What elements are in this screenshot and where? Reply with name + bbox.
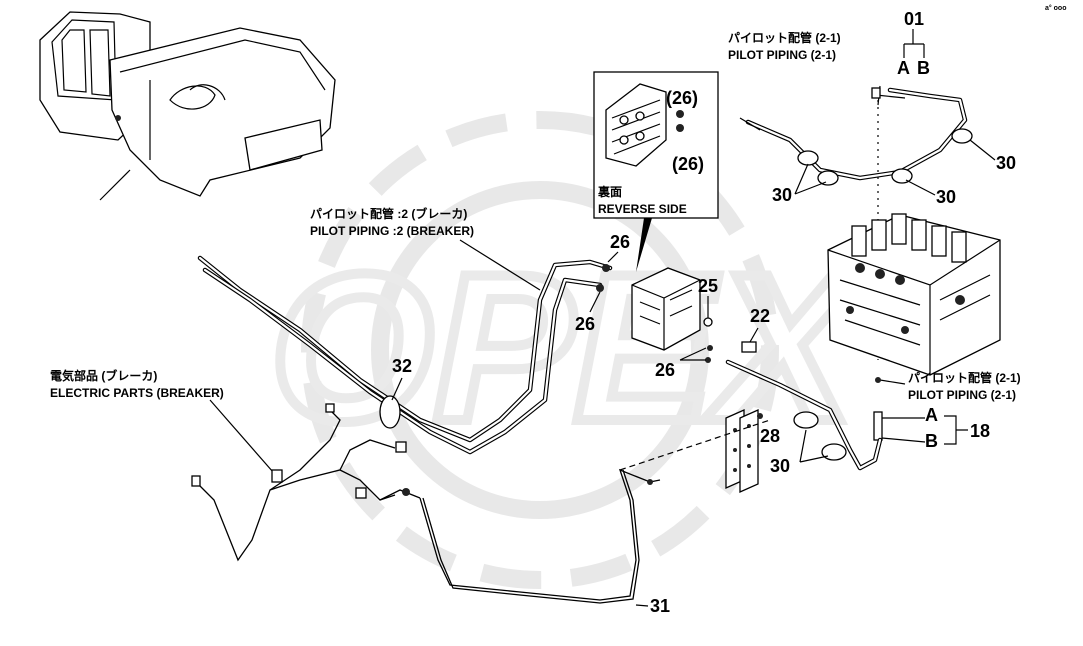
callout-28: 28 (760, 426, 780, 446)
callout-26-a: 26 (610, 232, 630, 252)
inset-label-en: REVERSE SIDE (598, 202, 687, 216)
group-18-a: A (925, 405, 938, 425)
group-01-number: 01 (904, 9, 924, 29)
electric-parts-jp: 電気部品 (ブレーカ) (50, 368, 157, 383)
electric-harness (191, 403, 771, 604)
pilot-piping-right-en: PILOT PIPING (2-1) (908, 388, 1016, 402)
callout-30-bottom: 30 (770, 456, 790, 476)
reverse-side-inset: (26) (26) 裏面 REVERSE SIDE (593, 71, 719, 272)
callout-22: 22 (750, 306, 770, 326)
electric-parts-en: ELECTRIC PARTS (BREAKER) (50, 386, 224, 400)
inset-pointer (636, 218, 652, 272)
control-valve (827, 213, 1001, 376)
pilot-piping-top-jp: パイロット配管 (2-1) (728, 30, 841, 45)
pilot-piping-breaker-en: PILOT PIPING :2 (BREAKER) (310, 224, 474, 238)
callout-26-inset-top: (26) (666, 88, 698, 108)
callout-30-mid: 30 (936, 187, 956, 207)
pilot-piping-top-en: PILOT PIPING (2-1) (728, 48, 836, 62)
group-01-a: A (897, 58, 910, 78)
callout-30-top-right: 30 (996, 153, 1016, 173)
corner-mark: a° ooo (1045, 4, 1066, 12)
callout-26-inset-bottom: (26) (672, 154, 704, 174)
bracket-plates (725, 408, 763, 494)
callout-31: 31 (650, 596, 670, 616)
inset-label-jp: 裏面 (597, 184, 622, 199)
group-18-b: B (925, 431, 938, 451)
pilot-piping-breaker-jp: パイロット配管 :2 (ブレーカ) (310, 206, 467, 221)
pilot-piping-right-jp: パイロット配管 (2-1) (908, 370, 1021, 385)
callout-26-c: 26 (655, 360, 675, 380)
breaker-valve-block (596, 264, 757, 363)
group-18-number: 18 (970, 421, 990, 441)
group-01-b: B (917, 58, 930, 78)
excavator-illustration (39, 11, 336, 201)
callout-26-b: 26 (575, 314, 595, 334)
callout-25: 25 (698, 276, 718, 296)
callout-32: 32 (392, 356, 412, 376)
callout-30-left: 30 (772, 185, 792, 205)
